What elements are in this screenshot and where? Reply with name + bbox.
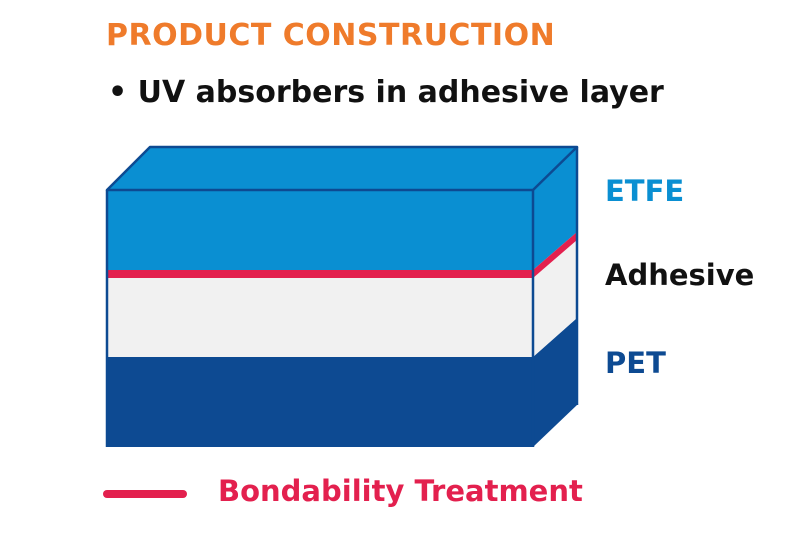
bullet-point: • UV absorbers in adhesive layer: [108, 75, 664, 110]
label-pet: PET: [605, 346, 666, 380]
page-title: PRODUCT CONSTRUCTION: [106, 18, 556, 53]
label-adhesive: Adhesive: [605, 258, 755, 292]
adhesive-layer: [107, 240, 577, 357]
box-outline: [105, 145, 579, 447]
etfe-layer: [107, 147, 577, 270]
label-etfe: ETFE: [605, 174, 685, 208]
legend-swatch: [103, 490, 187, 498]
legend-label: Bondability Treatment: [218, 474, 583, 508]
bondability-treatment-stripe: [107, 232, 577, 278]
pet-layer: [107, 318, 577, 447]
